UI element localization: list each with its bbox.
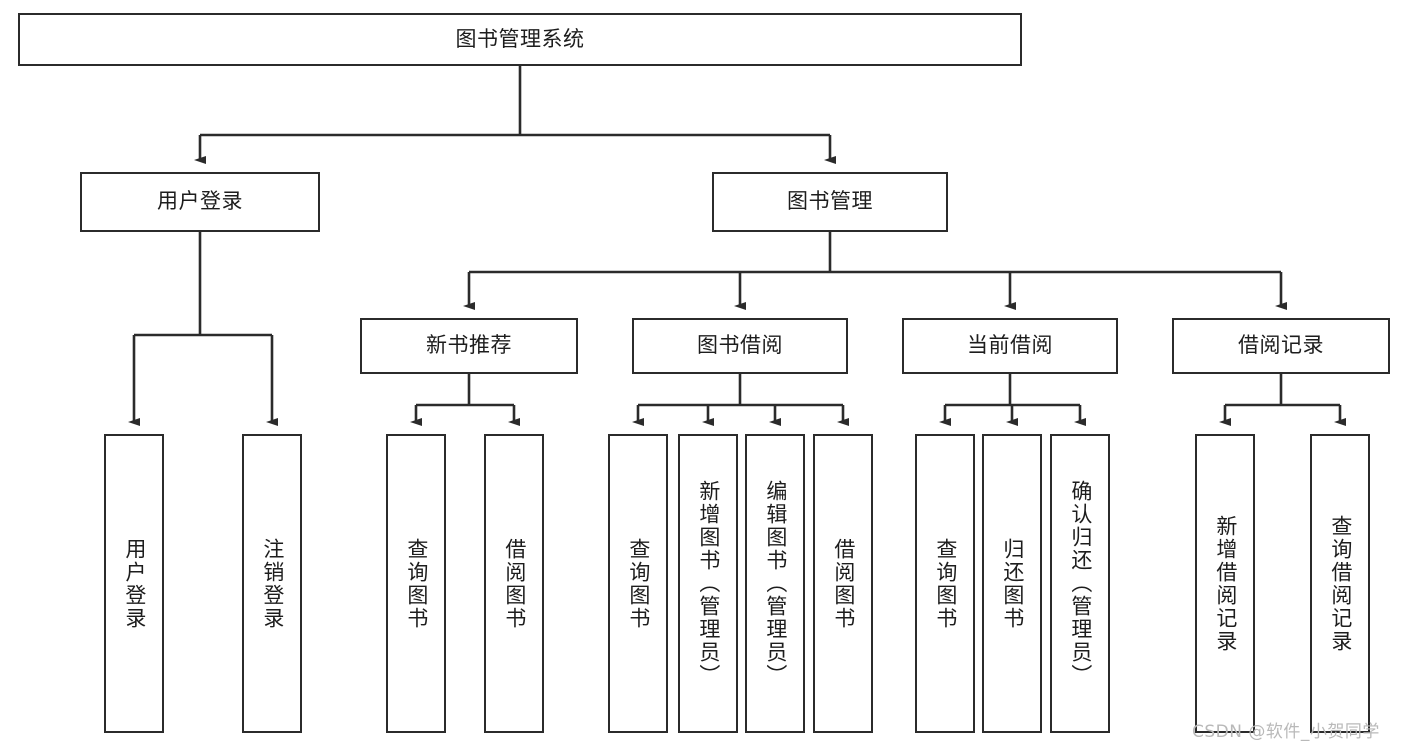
node-leaf-edit-book-admin[interactable]: 编辑图书（管理员）	[745, 434, 805, 733]
node-leaf-user-login-label: 用户登录	[122, 537, 147, 630]
node-leaf-borrow-book-label: 借阅图书	[831, 537, 856, 630]
node-leaf-add-borrow-record-label: 新增借阅记录	[1213, 514, 1238, 653]
node-leaf-borrow-book-recommend[interactable]: 借阅图书	[484, 434, 544, 733]
node-leaf-user-login[interactable]: 用户登录	[104, 434, 164, 733]
node-level3-current-borrow[interactable]: 当前借阅	[902, 318, 1118, 374]
node-root-label: 图书管理系统	[455, 26, 585, 51]
node-leaf-query-borrow-record[interactable]: 查询借阅记录	[1310, 434, 1370, 733]
node-leaf-logout-label: 注销登录	[260, 537, 285, 630]
node-root[interactable]: 图书管理系统	[18, 13, 1022, 66]
node-leaf-query-book-recommend-label: 查询图书	[404, 537, 429, 630]
node-leaf-query-book-current-label: 查询图书	[933, 537, 958, 630]
node-leaf-query-book-borrow-label: 查询图书	[626, 537, 651, 630]
node-level3-book-borrow[interactable]: 图书借阅	[632, 318, 848, 374]
node-leaf-add-book-admin-label: 新增图书（管理员）	[696, 480, 721, 687]
node-level3-new-book-recommend[interactable]: 新书推荐	[360, 318, 578, 374]
node-level2-user-login-label: 用户登录	[157, 189, 243, 214]
node-leaf-query-book-borrow[interactable]: 查询图书	[608, 434, 668, 733]
node-leaf-borrow-book[interactable]: 借阅图书	[813, 434, 873, 733]
node-level2-book-management[interactable]: 图书管理	[712, 172, 948, 232]
node-leaf-query-borrow-record-label: 查询借阅记录	[1328, 514, 1353, 653]
node-leaf-return-book-label: 归还图书	[1000, 537, 1025, 630]
node-leaf-add-borrow-record[interactable]: 新增借阅记录	[1195, 434, 1255, 733]
watermark: CSDN @软件_小贺同学	[1192, 722, 1380, 742]
node-leaf-borrow-book-recommend-label: 借阅图书	[502, 537, 527, 630]
node-level2-user-login[interactable]: 用户登录	[80, 172, 320, 232]
node-leaf-return-book[interactable]: 归还图书	[982, 434, 1042, 733]
node-level3-new-book-recommend-label: 新书推荐	[426, 333, 512, 358]
node-leaf-logout[interactable]: 注销登录	[242, 434, 302, 733]
node-level3-book-borrow-label: 图书借阅	[697, 333, 783, 358]
node-leaf-confirm-return-admin-label: 确认归还（管理员）	[1068, 480, 1093, 687]
node-level2-book-management-label: 图书管理	[787, 189, 873, 214]
node-leaf-query-book-recommend[interactable]: 查询图书	[386, 434, 446, 733]
node-leaf-edit-book-admin-label: 编辑图书（管理员）	[763, 480, 788, 687]
node-level3-borrow-record[interactable]: 借阅记录	[1172, 318, 1390, 374]
node-leaf-add-book-admin[interactable]: 新增图书（管理员）	[678, 434, 738, 733]
node-leaf-query-book-current[interactable]: 查询图书	[915, 434, 975, 733]
node-level3-current-borrow-label: 当前借阅	[967, 333, 1053, 358]
node-leaf-confirm-return-admin[interactable]: 确认归还（管理员）	[1050, 434, 1110, 733]
node-level3-borrow-record-label: 借阅记录	[1238, 333, 1324, 358]
